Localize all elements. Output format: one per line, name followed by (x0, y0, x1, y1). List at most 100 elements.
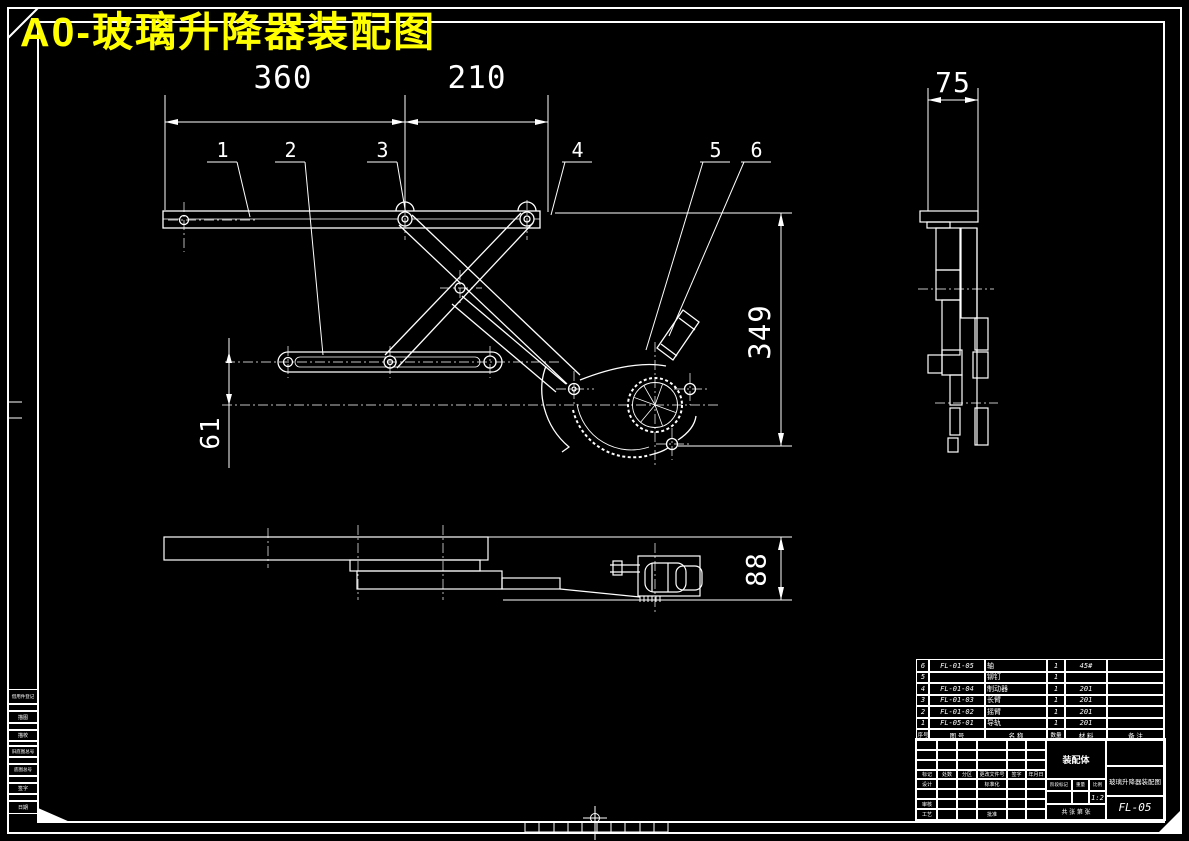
table-cell (956, 788, 978, 800)
dimension-lines (164, 88, 979, 601)
table-cell: FL-01-05 (928, 659, 986, 673)
sheet-note: 共 张 第 张 (1045, 803, 1107, 820)
check-label: 审核 (916, 798, 938, 810)
scale-value: 1:2 (1088, 790, 1107, 805)
margin-cell: 借用件登记 (7, 689, 39, 705)
dim-360: 360 (253, 60, 313, 96)
table-cell: FL-05-01 (928, 716, 986, 730)
table-cell (956, 759, 978, 771)
table-cell: 铆钉 (984, 670, 1048, 684)
table-cell (1006, 808, 1027, 820)
bottom-view (163, 536, 703, 602)
stage-header-row: 阶段标记 重量 比例 (1045, 778, 1107, 792)
assembly-name: 装配体 (1045, 739, 1107, 780)
table-cell (936, 749, 958, 761)
table-cell (1025, 759, 1047, 771)
callout-4: 4 (571, 138, 585, 162)
margin-cell: 描图 (7, 710, 39, 724)
margin-cell: 签字 (7, 782, 39, 795)
table-cell (976, 788, 1008, 800)
callout-2: 2 (284, 138, 298, 162)
table-cell: 导轨 (984, 716, 1048, 730)
table-cell (956, 798, 978, 810)
table-cell (936, 778, 958, 790)
table-header-row: 序号 图 号 名 称 数量 材 料 备 注 (916, 728, 1165, 741)
table-cell (1006, 749, 1027, 761)
table-cell (956, 739, 978, 751)
table-header-cell: 标记 (916, 769, 938, 780)
table-cell (1105, 739, 1165, 767)
table-cell (1025, 739, 1047, 751)
margin-cell (7, 793, 39, 802)
table-cell (956, 749, 978, 761)
table-cell (916, 749, 938, 761)
table-row: 1 FL-05-01 导轨 1 201 (916, 716, 1165, 730)
table-cell (916, 788, 938, 800)
sheet-border (7, 7, 1182, 840)
table-cell (1006, 739, 1027, 751)
table-header-cell: 处数 (936, 769, 958, 780)
drawing-title: A0-玻璃升降器装配图 (20, 9, 437, 55)
table-cell (956, 778, 978, 790)
dim-75: 75 (935, 66, 971, 99)
table-cell: 1 (1046, 659, 1066, 673)
table-cell (1006, 759, 1027, 771)
process-label: 工艺 (916, 808, 938, 820)
table-cell (1025, 749, 1047, 761)
table-cell (1025, 798, 1047, 810)
table-cell (1006, 778, 1027, 790)
table-cell: 1 (1046, 716, 1066, 730)
table-cell: 1 (916, 716, 930, 730)
parts-table: 6 FL-01-05 轴 1 45# 5 铆钉 1 4 FL-01-04 制动器… (916, 659, 1165, 741)
callout-leaders (207, 161, 771, 356)
approve-label: 批准 (976, 808, 1008, 820)
table-cell: 轴 (984, 659, 1048, 673)
table-cell: FL-01-02 (928, 705, 986, 719)
blank-row (916, 788, 1047, 800)
table-cell (976, 749, 1008, 761)
table-cell (936, 739, 958, 751)
side-view (919, 210, 989, 453)
table-cell: 5 (916, 670, 930, 684)
weight-value (1071, 790, 1090, 805)
dim-349: 349 (743, 304, 777, 360)
table-header-cell: 名 称 (984, 728, 1048, 741)
drawing-name: 玻璃升降器装配图 (1105, 765, 1165, 797)
table-row: 5 铆钉 1 (916, 670, 1165, 684)
table-cell (1106, 659, 1165, 673)
table-cell: 2 (916, 705, 930, 719)
table-cell (916, 759, 938, 771)
table-row: 6 FL-01-05 轴 1 45# (916, 659, 1165, 673)
margin-blocks: 借用件登记 描图 描校 旧底图总号 底图总号 签字 日期 (7, 689, 39, 814)
table-cell: 4 (916, 682, 930, 696)
table-cell: 1 (1046, 693, 1066, 707)
revision-row (916, 739, 1047, 751)
dim-210: 210 (447, 60, 507, 96)
dim-88: 88 (741, 552, 773, 587)
dim-61: 61 (196, 416, 226, 450)
table-cell: 201 (1064, 682, 1108, 696)
table-cell (1106, 670, 1165, 684)
design-label: 设计 (916, 778, 938, 790)
table-cell: 201 (1064, 705, 1108, 719)
table-header-cell: 序号 (916, 728, 930, 741)
table-cell: 201 (1064, 716, 1108, 730)
table-cell (928, 670, 986, 684)
table-cell (936, 798, 958, 810)
table-cell (976, 739, 1008, 751)
table-cell: 制动器 (984, 682, 1048, 696)
table-cell (976, 798, 1008, 810)
table-cell: 6 (916, 659, 930, 673)
callout-5: 5 (709, 138, 723, 162)
table-row: 3 FL-01-03 长臂 1 201 (916, 693, 1165, 707)
title-block: 标记 处数 分区 更改文件号 签字 年月日 设计 标准化 审核 工艺 批准 (915, 738, 1166, 821)
centering-strip (524, 806, 669, 840)
table-header-cell: 签字 (1006, 769, 1027, 780)
weight-label: 重量 (1071, 778, 1090, 792)
margin-cell: 底图总号 (7, 763, 39, 777)
table-cell: 1 (1046, 670, 1066, 684)
front-view (162, 201, 700, 459)
standard-label: 标准化 (976, 778, 1008, 790)
